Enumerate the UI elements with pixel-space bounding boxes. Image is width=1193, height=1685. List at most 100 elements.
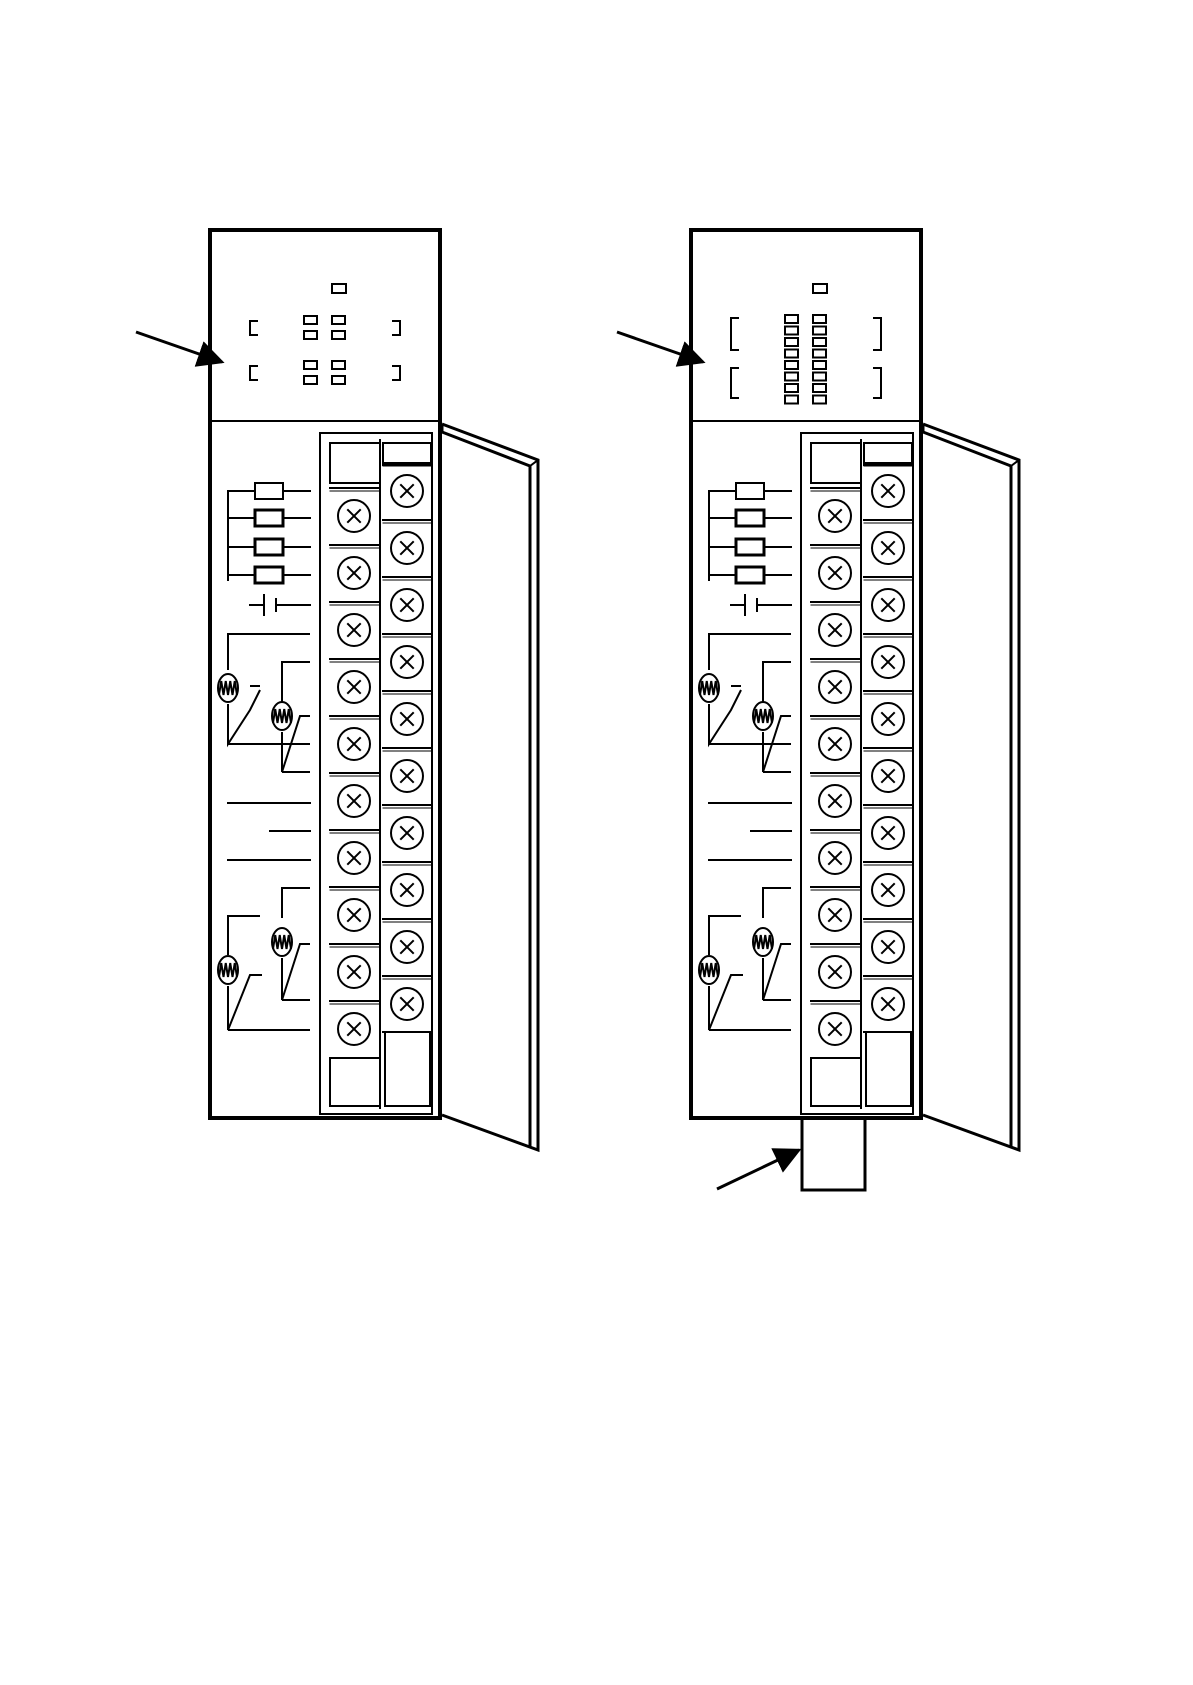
rtd-zigzag (219, 681, 237, 695)
terminal-screw (872, 646, 904, 678)
bracket-left (250, 366, 258, 380)
status-led (785, 327, 798, 335)
status-led (813, 396, 826, 404)
wire (709, 916, 741, 955)
status-led (785, 384, 798, 392)
wire (282, 662, 310, 702)
hinged-cover-edge (923, 424, 1011, 1147)
status-indicator-top (332, 284, 346, 293)
terminal-screw (338, 956, 370, 988)
status-led (785, 373, 798, 381)
terminal-screw (338, 728, 370, 760)
terminal-screw (819, 842, 851, 874)
bottom-connector-tab (802, 1118, 865, 1190)
rtd-sensor-icon (753, 702, 773, 730)
status-led (813, 350, 826, 358)
terminal-screw (872, 874, 904, 906)
rtd-sensor-icon (218, 674, 238, 702)
module-housing (210, 230, 440, 1118)
terminal-screw (872, 703, 904, 735)
terminal-screw (391, 589, 423, 621)
module-housing (691, 230, 921, 1118)
status-led (304, 361, 317, 369)
bracket-right (873, 318, 881, 350)
terminal-screw (819, 956, 851, 988)
terminal-screw (338, 842, 370, 874)
terminal-screw (872, 931, 904, 963)
resistor-icon (736, 510, 764, 526)
rtd-sensor-icon (272, 928, 292, 956)
bracket-left (250, 321, 258, 335)
status-led (332, 331, 345, 339)
terminal-screw (872, 817, 904, 849)
terminal-screw (819, 557, 851, 589)
terminal-screw (819, 671, 851, 703)
terminal-top-strip (864, 443, 912, 465)
terminal-screw (338, 785, 370, 817)
hinged-cover-edge (442, 424, 530, 1147)
status-led (785, 396, 798, 404)
terminal-screw (819, 500, 851, 532)
terminal-blank-cell (811, 1058, 861, 1106)
rtd-zigzag (700, 963, 718, 977)
status-led (813, 373, 826, 381)
terminal-screw (391, 874, 423, 906)
terminal-screw (872, 532, 904, 564)
terminal-screw (391, 817, 423, 849)
rtd-sensor-icon (699, 674, 719, 702)
terminal-top-strip (383, 443, 431, 465)
module-right (691, 230, 1019, 1190)
terminal-screw (338, 557, 370, 589)
status-led (785, 315, 798, 323)
terminal-screw (338, 671, 370, 703)
resistor-icon (255, 567, 283, 583)
bracket-right (392, 321, 400, 335)
wire (763, 662, 791, 702)
status-led (813, 384, 826, 392)
terminal-blank-cell (330, 443, 380, 483)
module-left (210, 230, 538, 1150)
rtd-sensor-icon (699, 956, 719, 984)
terminal-blank-cell (330, 1058, 380, 1106)
terminal-screw (819, 899, 851, 931)
bracket-right (873, 368, 881, 398)
wire (709, 634, 791, 670)
terminal-screw (819, 785, 851, 817)
rtd-zigzag (219, 963, 237, 977)
wire (228, 634, 310, 670)
hinged-cover (923, 424, 1019, 1150)
terminal-screw (391, 931, 423, 963)
terminal-blank-cell (385, 1032, 430, 1106)
rtd-sensor-icon (218, 956, 238, 984)
terminal-screw (391, 646, 423, 678)
wire (709, 690, 741, 744)
rtd-zigzag (754, 935, 772, 949)
resistor-icon (255, 539, 283, 555)
terminal-screw (391, 760, 423, 792)
terminal-blank-cell (866, 1032, 911, 1106)
rtd-zigzag (273, 935, 291, 949)
terminal-screw (819, 728, 851, 760)
status-led (304, 316, 317, 324)
bracket-left (731, 318, 739, 350)
terminal-screw (338, 500, 370, 532)
terminal-screw (391, 532, 423, 564)
diagram-layer (136, 230, 1019, 1190)
terminal-blank-cell (811, 443, 861, 483)
bracket-right (392, 366, 400, 380)
status-led (304, 376, 317, 384)
status-led (785, 338, 798, 346)
wire (763, 888, 791, 918)
status-led (813, 361, 826, 369)
terminal-screw (338, 614, 370, 646)
wire (282, 888, 310, 918)
wire (763, 944, 791, 1000)
resistor-icon (736, 567, 764, 583)
status-led (813, 327, 826, 335)
rtd-zigzag (754, 709, 772, 723)
terminal-screw (391, 475, 423, 507)
rtd-zigzag (700, 681, 718, 695)
terminal-screw (872, 760, 904, 792)
status-led (304, 331, 317, 339)
